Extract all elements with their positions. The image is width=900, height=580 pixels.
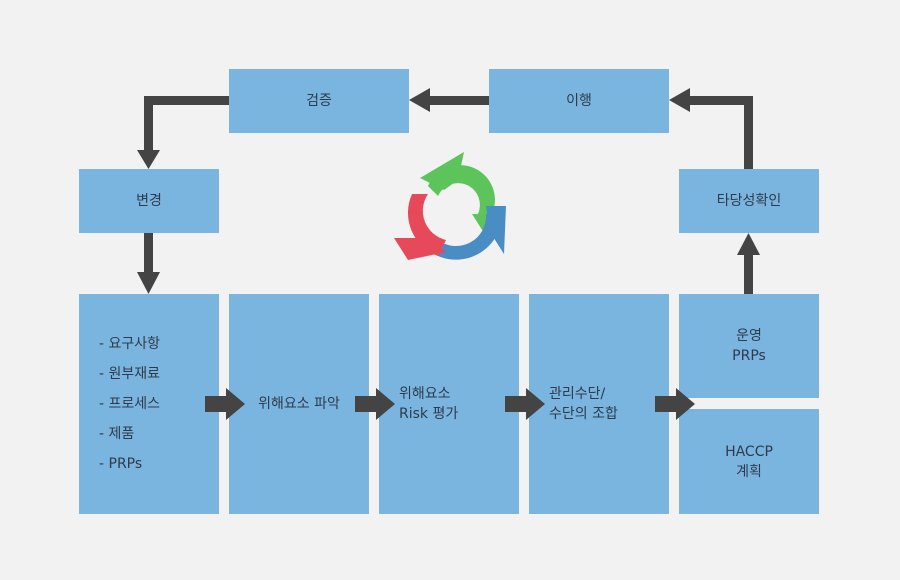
risk-evaluation-line: Risk 평가: [399, 406, 459, 422]
change-label: 변경: [136, 193, 162, 209]
arrow-verify-to-change: [137, 96, 229, 169]
arrow-implement-to-verify: [409, 88, 489, 112]
input-item: - 요구사항: [99, 336, 161, 352]
verify-box: 검증: [229, 69, 409, 133]
control-measures-box: 관리수단/ 수단의 조합: [529, 294, 669, 514]
cycle-icon: [394, 152, 506, 260]
haccp-plan-text: HACCP 계획: [725, 442, 773, 482]
verify-label: 검증: [306, 93, 332, 109]
arrow-validate-to-implement: [669, 88, 753, 169]
control-measures-line: 관리수단/: [549, 386, 606, 402]
change-box: 변경: [79, 169, 219, 233]
operational-prp-box: 운영 PRPs: [679, 294, 819, 398]
risk-evaluation-text: 위해요소 Risk 평가: [399, 384, 458, 424]
inputs-list: - 요구사항 - 원부재료 - 프로세스 - 제품 - PRPs: [99, 329, 160, 479]
input-item: - 원부재료: [99, 366, 161, 382]
control-measures-text: 관리수단/ 수단의 조합: [549, 384, 618, 424]
arrow-prp-to-validate: [737, 233, 760, 294]
haccp-plan-line: 계획: [736, 463, 762, 480]
validate-box: 타당성확인: [679, 169, 819, 233]
input-item: - 제품: [99, 426, 135, 442]
hazard-identification-box: 위해요소 파악: [229, 294, 369, 514]
operational-prp-line: 운영: [736, 328, 762, 344]
validate-label: 타당성확인: [716, 193, 782, 209]
control-measures-line: 수단의 조합: [549, 406, 618, 422]
haccp-plan-line: HACCP: [725, 443, 773, 460]
implement-label: 이행: [566, 93, 592, 109]
haccp-plan-box: HACCP 계획: [679, 409, 819, 514]
input-item: - 프로세스: [99, 396, 161, 412]
operational-prp-text: 운영 PRPs: [732, 326, 766, 366]
implement-box: 이행: [489, 69, 669, 133]
input-item: - PRPs: [99, 456, 143, 472]
arrow-change-to-inputs: [137, 233, 160, 294]
risk-evaluation-line: 위해요소: [399, 386, 451, 402]
risk-evaluation-box: 위해요소 Risk 평가: [379, 294, 519, 514]
inputs-box: - 요구사항 - 원부재료 - 프로세스 - 제품 - PRPs: [79, 294, 219, 514]
hazard-identification-label: 위해요소 파악: [258, 396, 340, 412]
operational-prp-line: PRPs: [732, 348, 766, 364]
